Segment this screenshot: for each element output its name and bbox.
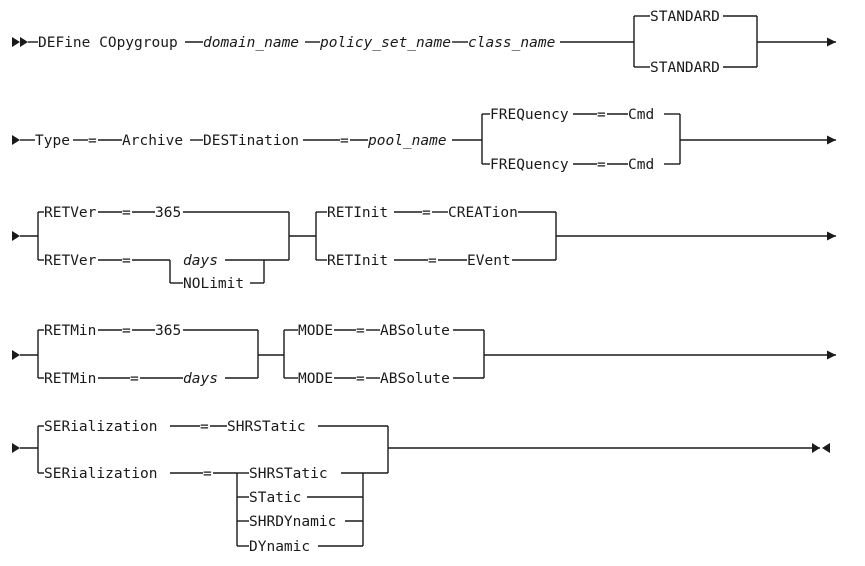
serialization-bottom-keyword: SERialization <box>44 466 158 482</box>
serialization-bottom-equals: = <box>203 466 212 482</box>
serialization-top-equals: = <box>200 419 209 435</box>
row-type-destination: Type = Archive DESTination = pool_name F… <box>12 107 836 173</box>
destination-equals: = <box>340 133 349 149</box>
type-keyword: Type <box>35 133 70 149</box>
retver-nolimit: NOLimit <box>183 276 244 292</box>
destination-keyword: DESTination <box>203 133 299 149</box>
mode-top-absolute: ABSolute <box>380 323 450 339</box>
frequency-top-keyword: FREQuency <box>490 107 569 123</box>
row-define-copygroup: DEFine COpygroup domain_name policy_set_… <box>12 9 836 76</box>
retinit-event: EVent <box>467 253 511 269</box>
class-name-var: class_name <box>468 35 555 51</box>
retmin-bottom-keyword: RETMin <box>44 371 96 387</box>
frequency-bottom-keyword: FREQuency <box>490 157 569 173</box>
option-dynamic: DYnamic <box>249 539 310 555</box>
continuation-start-arrow-icon <box>12 443 20 453</box>
retmin-bottom-equals: = <box>130 371 139 387</box>
retver-top-equals: = <box>122 205 131 221</box>
retinit-bottom-equals: = <box>428 253 437 269</box>
retmin-top-equals: = <box>122 323 131 339</box>
retinit-top-equals: = <box>422 205 431 221</box>
pool-name-var: pool_name <box>367 133 447 149</box>
serialization-default-shrstatic: SHRSTatic <box>227 419 306 435</box>
option-shrstatic: SHRSTatic <box>249 466 328 482</box>
archive-value: Archive <box>122 133 183 149</box>
row-serialization: SERialization = SHRSTatic SERialization … <box>12 419 830 555</box>
standard-bottom: STANDARD <box>650 60 720 76</box>
retver-bottom-keyword: RETVer <box>44 253 97 269</box>
continuation-start-arrow-icon <box>12 231 20 241</box>
row-retmin-mode: RETMin = 365 RETMin = days MODE = ABSolu… <box>12 323 836 387</box>
mode-bottom-absolute: ABSolute <box>380 371 450 387</box>
serialization-top-keyword: SERialization <box>44 419 158 435</box>
retver-default-365: 365 <box>155 205 181 221</box>
retinit-creation: CREATion <box>448 205 518 221</box>
mode-bottom-keyword: MODE <box>298 371 333 387</box>
mode-top-keyword: MODE <box>298 323 333 339</box>
retinit-top-keyword: RETInit <box>327 205 388 221</box>
standard-top: STANDARD <box>650 9 720 25</box>
end-of-statement-arrows-icon <box>812 443 830 453</box>
command-name: DEFine COpygroup <box>38 35 178 51</box>
frequency-top-value: Cmd <box>628 107 654 123</box>
row-retver-retinit: RETVer = 365 RETVer = days NOLimit RETIn… <box>12 205 836 292</box>
policy-set-name-var: policy_set_name <box>319 35 451 51</box>
mode-bottom-equals: = <box>356 371 365 387</box>
retmin-top-keyword: RETMin <box>44 323 96 339</box>
retver-bottom-equals: = <box>122 253 131 269</box>
retmin-default-365: 365 <box>155 323 181 339</box>
retver-top-keyword: RETVer <box>44 205 97 221</box>
frequency-bottom-equals: = <box>597 157 606 173</box>
start-double-arrow-icon <box>12 37 28 47</box>
frequency-bottom-value: Cmd <box>628 157 654 173</box>
mode-top-equals: = <box>356 323 365 339</box>
retver-days-var: days <box>183 253 218 269</box>
retmin-days-var: days <box>183 371 218 387</box>
type-equals: = <box>88 133 97 149</box>
domain-name-var: domain_name <box>203 35 299 51</box>
option-shrdynamic: SHRDYnamic <box>249 514 336 530</box>
continuation-start-arrow-icon <box>12 135 20 145</box>
option-static: STatic <box>249 490 301 506</box>
frequency-top-equals: = <box>597 107 606 123</box>
retinit-bottom-keyword: RETInit <box>327 253 388 269</box>
continuation-start-arrow-icon <box>12 350 20 360</box>
